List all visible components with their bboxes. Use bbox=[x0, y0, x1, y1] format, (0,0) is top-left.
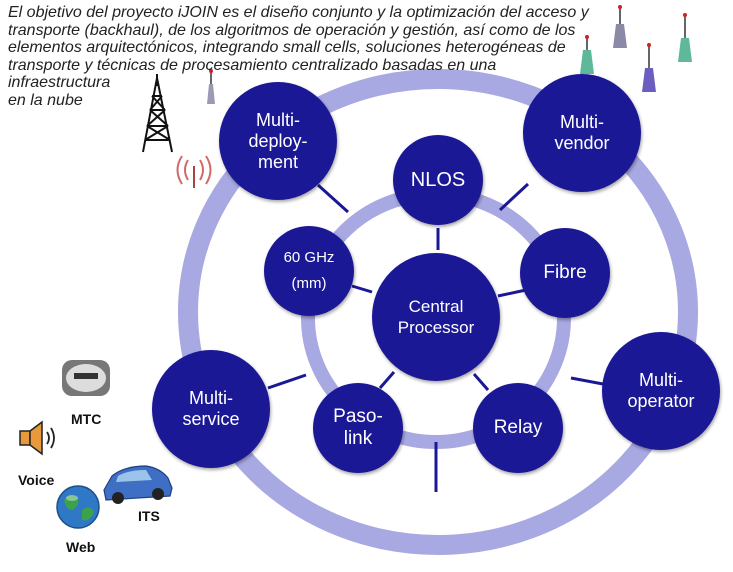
antenna-icon bbox=[678, 13, 692, 62]
node-label: Multi- bbox=[188, 388, 233, 408]
node-label: service bbox=[182, 409, 240, 429]
speaker-icon bbox=[19, 420, 55, 456]
node-label: 60 GHz bbox=[283, 249, 335, 266]
node-label: deploy- bbox=[248, 130, 308, 151]
antenna-icon bbox=[642, 43, 656, 92]
spoke-pasolink bbox=[378, 371, 396, 389]
antenna-icon bbox=[613, 5, 627, 48]
node-60ghz: 60 GHz (mm) bbox=[264, 226, 354, 316]
node-pasolink: Paso- link bbox=[313, 383, 403, 473]
spoke-multi-vendor bbox=[498, 182, 530, 212]
node-label: link bbox=[343, 428, 373, 449]
node-label: Fibre bbox=[543, 262, 587, 283]
radio-waves-icon bbox=[176, 155, 212, 188]
outer-ring bbox=[178, 69, 698, 555]
node-multi-service: Multi- service bbox=[152, 350, 270, 468]
node-label: Relay bbox=[493, 417, 543, 438]
node-label: (mm) bbox=[291, 275, 327, 292]
node-nlos: NLOS bbox=[393, 135, 483, 225]
node-label: vendor bbox=[554, 133, 610, 153]
spoke-multi-operator bbox=[570, 376, 604, 386]
spoke-60ghz bbox=[351, 284, 373, 294]
node-label: Paso- bbox=[333, 406, 383, 427]
node-multi-vendor: Multi- vendor bbox=[523, 74, 641, 192]
cell-tower-icon bbox=[142, 74, 173, 153]
node-label: Central bbox=[408, 297, 464, 316]
node-central-processor: Central Processor bbox=[372, 253, 500, 381]
node-label: Multi- bbox=[255, 109, 300, 130]
node-label: Multi- bbox=[559, 112, 604, 132]
description-line: El objetivo del proyecto iJOIN es el dis… bbox=[8, 4, 589, 21]
label-mtc: MTC bbox=[71, 411, 102, 427]
antenna-icon bbox=[207, 69, 215, 104]
node-label: operator bbox=[627, 391, 695, 411]
label-its: ITS bbox=[138, 508, 160, 524]
outer-spokes bbox=[267, 182, 604, 492]
meter-icon bbox=[62, 360, 110, 396]
description-line: transporte (backhaul), de los algoritmos… bbox=[8, 21, 576, 39]
node-label: ment bbox=[257, 151, 298, 172]
node-label: Processor bbox=[397, 318, 475, 337]
description-line: infraestructura bbox=[8, 74, 111, 91]
node-fibre: Fibre bbox=[520, 228, 610, 318]
spoke-fibre bbox=[497, 288, 527, 298]
car-icon bbox=[103, 465, 173, 504]
description-line: elementos arquitectónicos, integrando sm… bbox=[8, 39, 566, 56]
description-text: El objetivo del proyecto iJOIN es el dis… bbox=[8, 4, 608, 109]
spoke-multi-service bbox=[267, 373, 307, 390]
description-line: transporte y técnicas de procesamiento c… bbox=[8, 56, 497, 74]
spoke-relay bbox=[472, 373, 490, 391]
node-label: NLOS bbox=[410, 168, 466, 191]
label-voice: Voice bbox=[18, 472, 55, 488]
node-multi-operator: Multi- operator bbox=[602, 332, 720, 450]
node-label: Multi- bbox=[638, 370, 683, 390]
globe-icon bbox=[56, 485, 100, 529]
spoke-multi-deployment bbox=[316, 183, 350, 214]
node-relay: Relay bbox=[473, 383, 563, 473]
node-multi-deployment: Multi- deploy- ment bbox=[219, 82, 337, 200]
description-line: en la nube bbox=[8, 91, 83, 109]
antenna-icon bbox=[580, 35, 594, 74]
label-web: Web bbox=[66, 539, 96, 555]
inner-spokes bbox=[351, 228, 527, 391]
